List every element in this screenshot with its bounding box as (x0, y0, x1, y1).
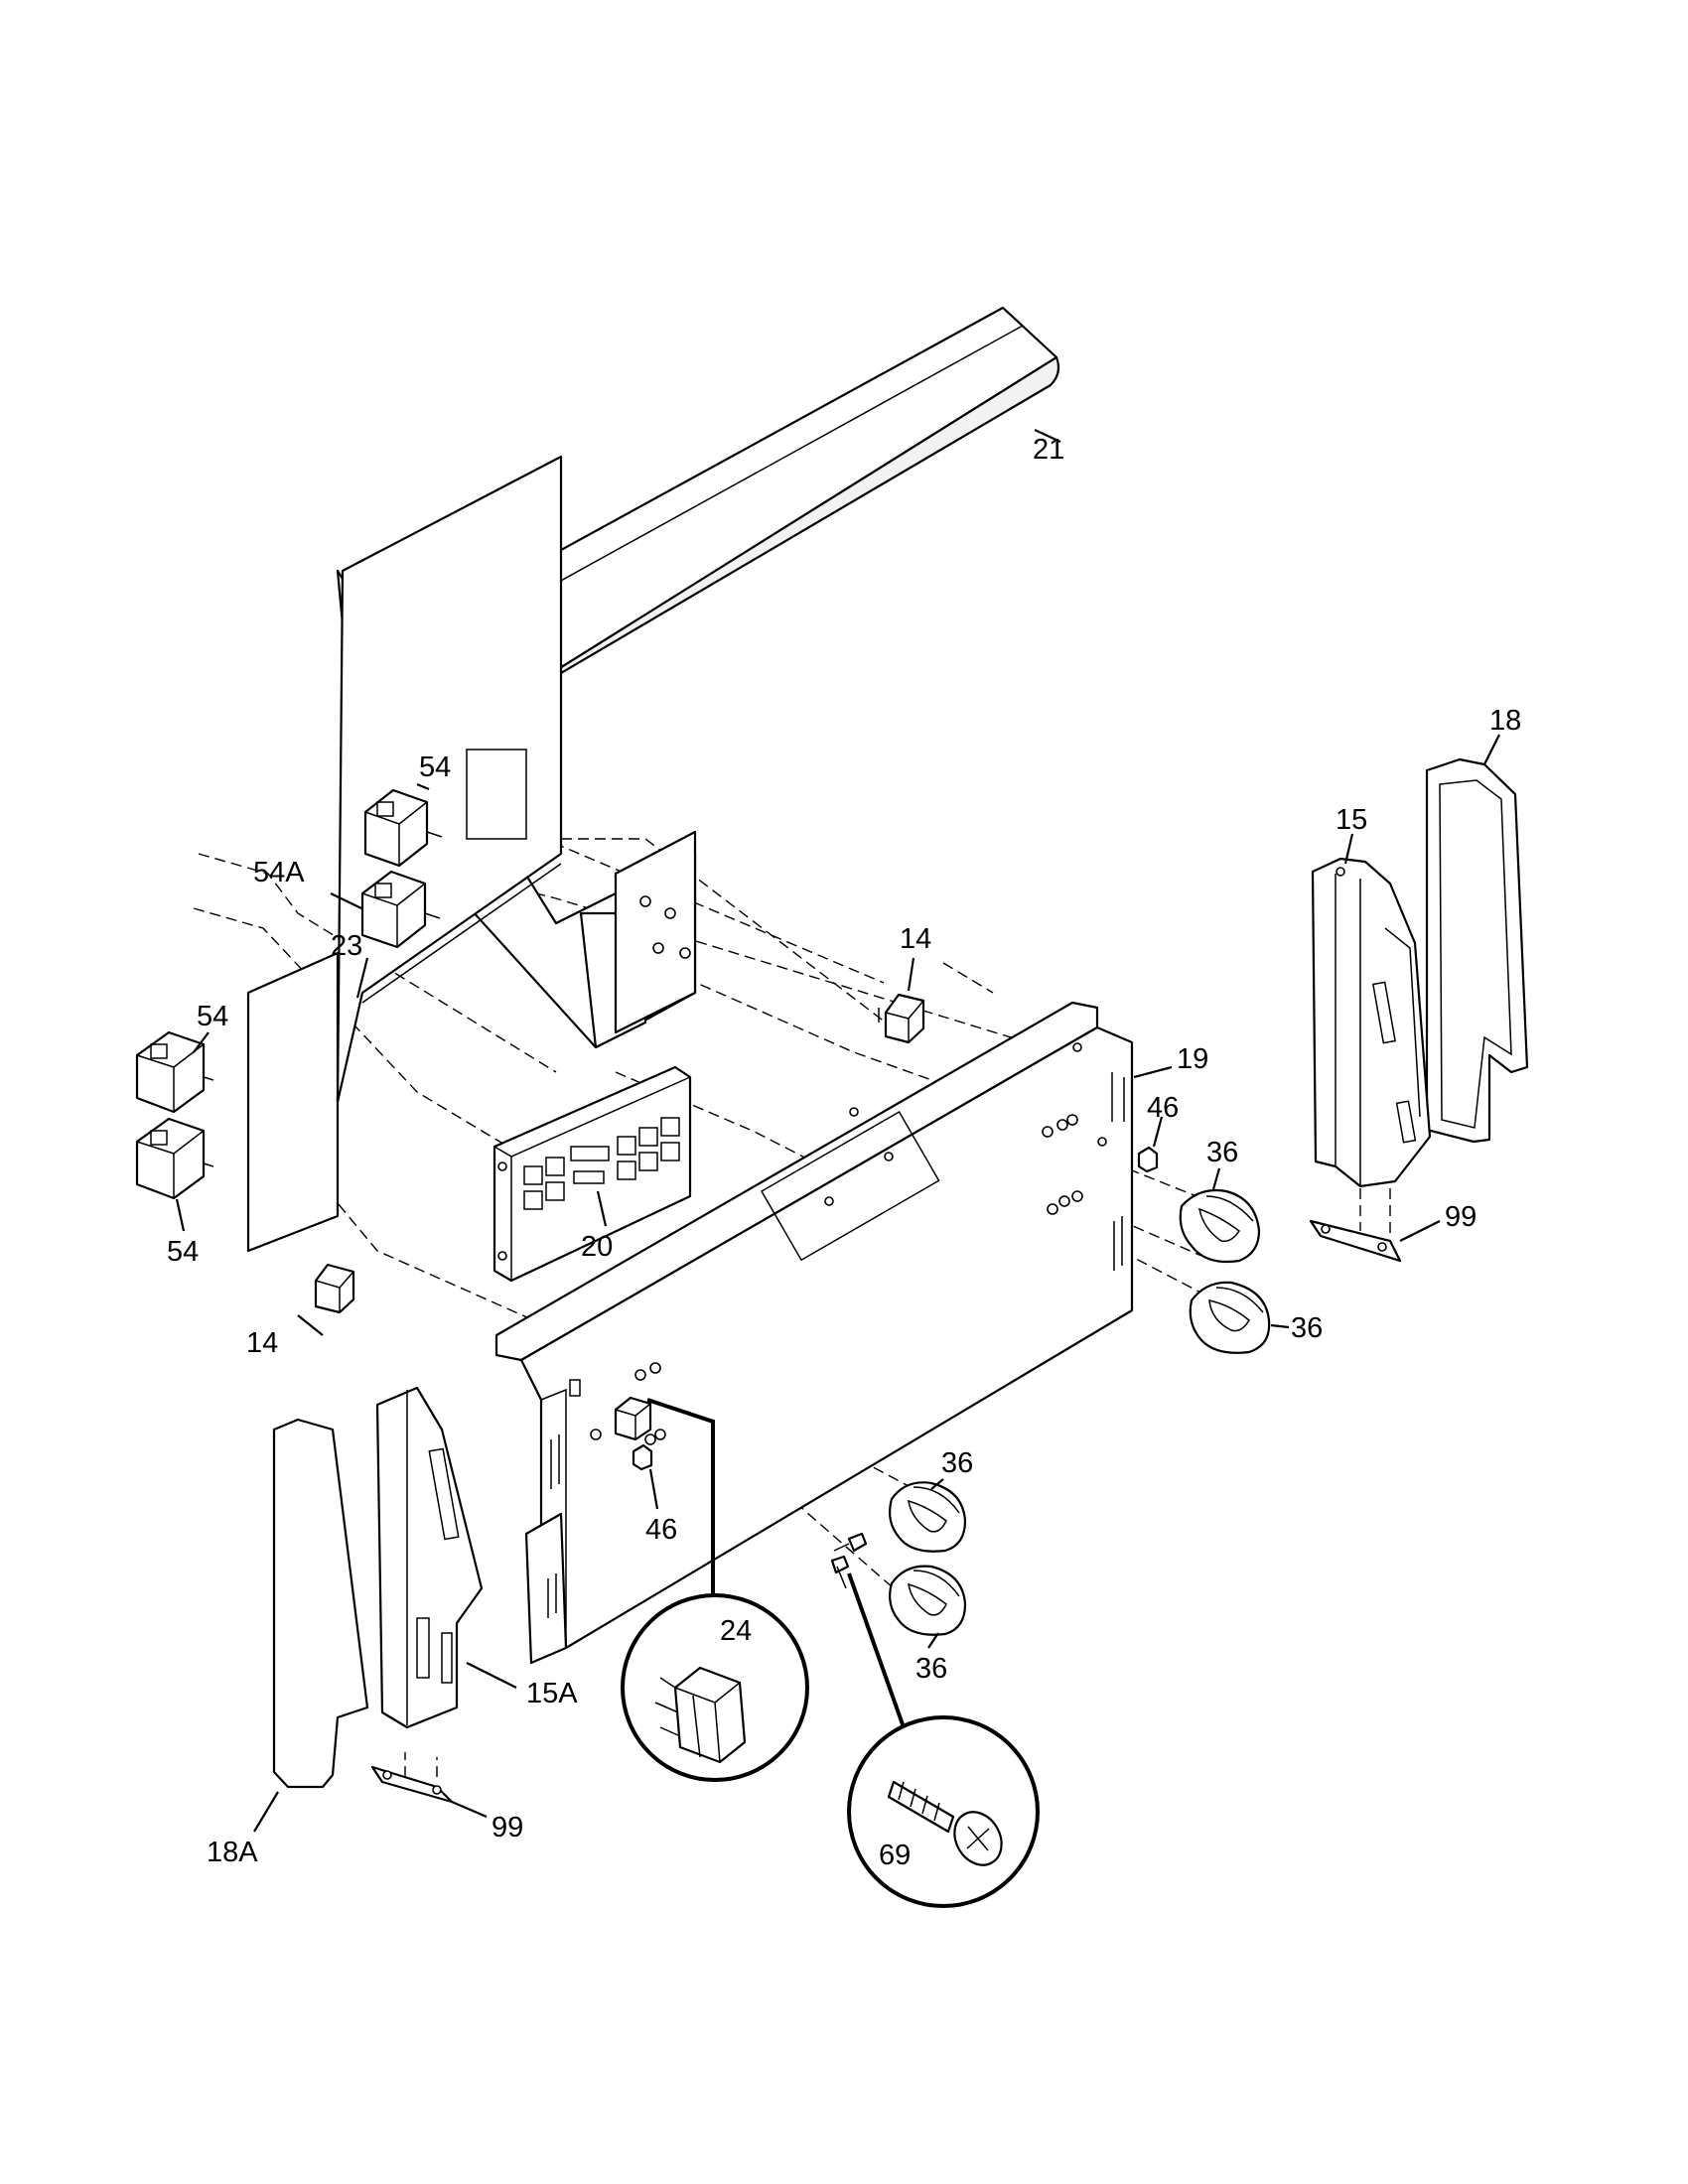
side-bracket-part-15A (370, 1386, 484, 1804)
end-cap-part-18A (272, 1418, 369, 1789)
label-20: 20 (581, 1231, 613, 1263)
label-15A: 15A (526, 1678, 578, 1709)
callout-labels: 21 54 54A 23 54 54 14 14 20 19 46 36 36 … (167, 434, 1521, 1871)
detail-circle-rocker-switch (621, 1593, 809, 1782)
knob-part-36-lower-lower (889, 1565, 967, 1636)
label-36-right: 36 (1291, 1312, 1323, 1344)
label-54A: 54A (253, 857, 305, 888)
label-21: 21 (1033, 434, 1064, 466)
label-15: 15 (1336, 804, 1367, 836)
clip-part-46-lower (632, 1429, 666, 1471)
screw-part-69-upper (833, 1532, 868, 1553)
rocker-switch-part-24 (614, 1396, 652, 1441)
label-54-left-upper: 54 (197, 1001, 228, 1032)
side-bracket-part-15 (1309, 857, 1432, 1263)
label-19: 19 (1177, 1043, 1208, 1075)
label-36-lower-lower: 36 (915, 1653, 947, 1685)
knob-part-36-lower-upper (889, 1481, 967, 1553)
end-cap-part-18 (1425, 757, 1529, 1144)
label-14-lower: 14 (246, 1327, 278, 1359)
label-23: 23 (331, 930, 362, 962)
knob-part-36-upper (1179, 1188, 1261, 1264)
mounting-bracket-part-23 (246, 455, 697, 1253)
label-18: 18 (1489, 705, 1521, 737)
knob-part-36-right (1189, 1281, 1271, 1354)
switch-part-54-top (363, 788, 443, 868)
electronic-control-part-20 (492, 1065, 692, 1283)
label-99-right: 99 (1445, 1201, 1477, 1233)
switch-part-54-left-upper (135, 1030, 214, 1114)
clip-part-46-upper (1137, 1146, 1159, 1173)
label-36-lower-upper: 36 (941, 1447, 973, 1479)
switch-part-54-left-lower (135, 1117, 214, 1200)
detail-circle-screw (847, 1715, 1040, 1908)
label-36-upper: 36 (1206, 1137, 1238, 1168)
screw-part-69-lower (830, 1555, 850, 1589)
label-14-upper: 14 (900, 923, 931, 955)
switch-part-54A (360, 870, 441, 949)
label-46-upper: 46 (1147, 1092, 1179, 1124)
screw-callout-line (847, 1572, 906, 1728)
label-54-left-lower: 54 (167, 1236, 199, 1268)
rocker-switch-callout-line (646, 1398, 715, 1595)
terminal-block-part-14-upper (878, 993, 925, 1044)
control-panel-part-19 (494, 1001, 1134, 1665)
label-18A: 18A (207, 1837, 258, 1868)
label-24: 24 (720, 1615, 752, 1647)
leader-lines (175, 429, 1500, 1833)
label-99-left: 99 (492, 1812, 523, 1843)
label-54-top: 54 (419, 751, 451, 783)
label-46-lower: 46 (645, 1514, 677, 1546)
label-69: 69 (879, 1840, 911, 1871)
terminal-block-part-14-lower (314, 1263, 355, 1314)
